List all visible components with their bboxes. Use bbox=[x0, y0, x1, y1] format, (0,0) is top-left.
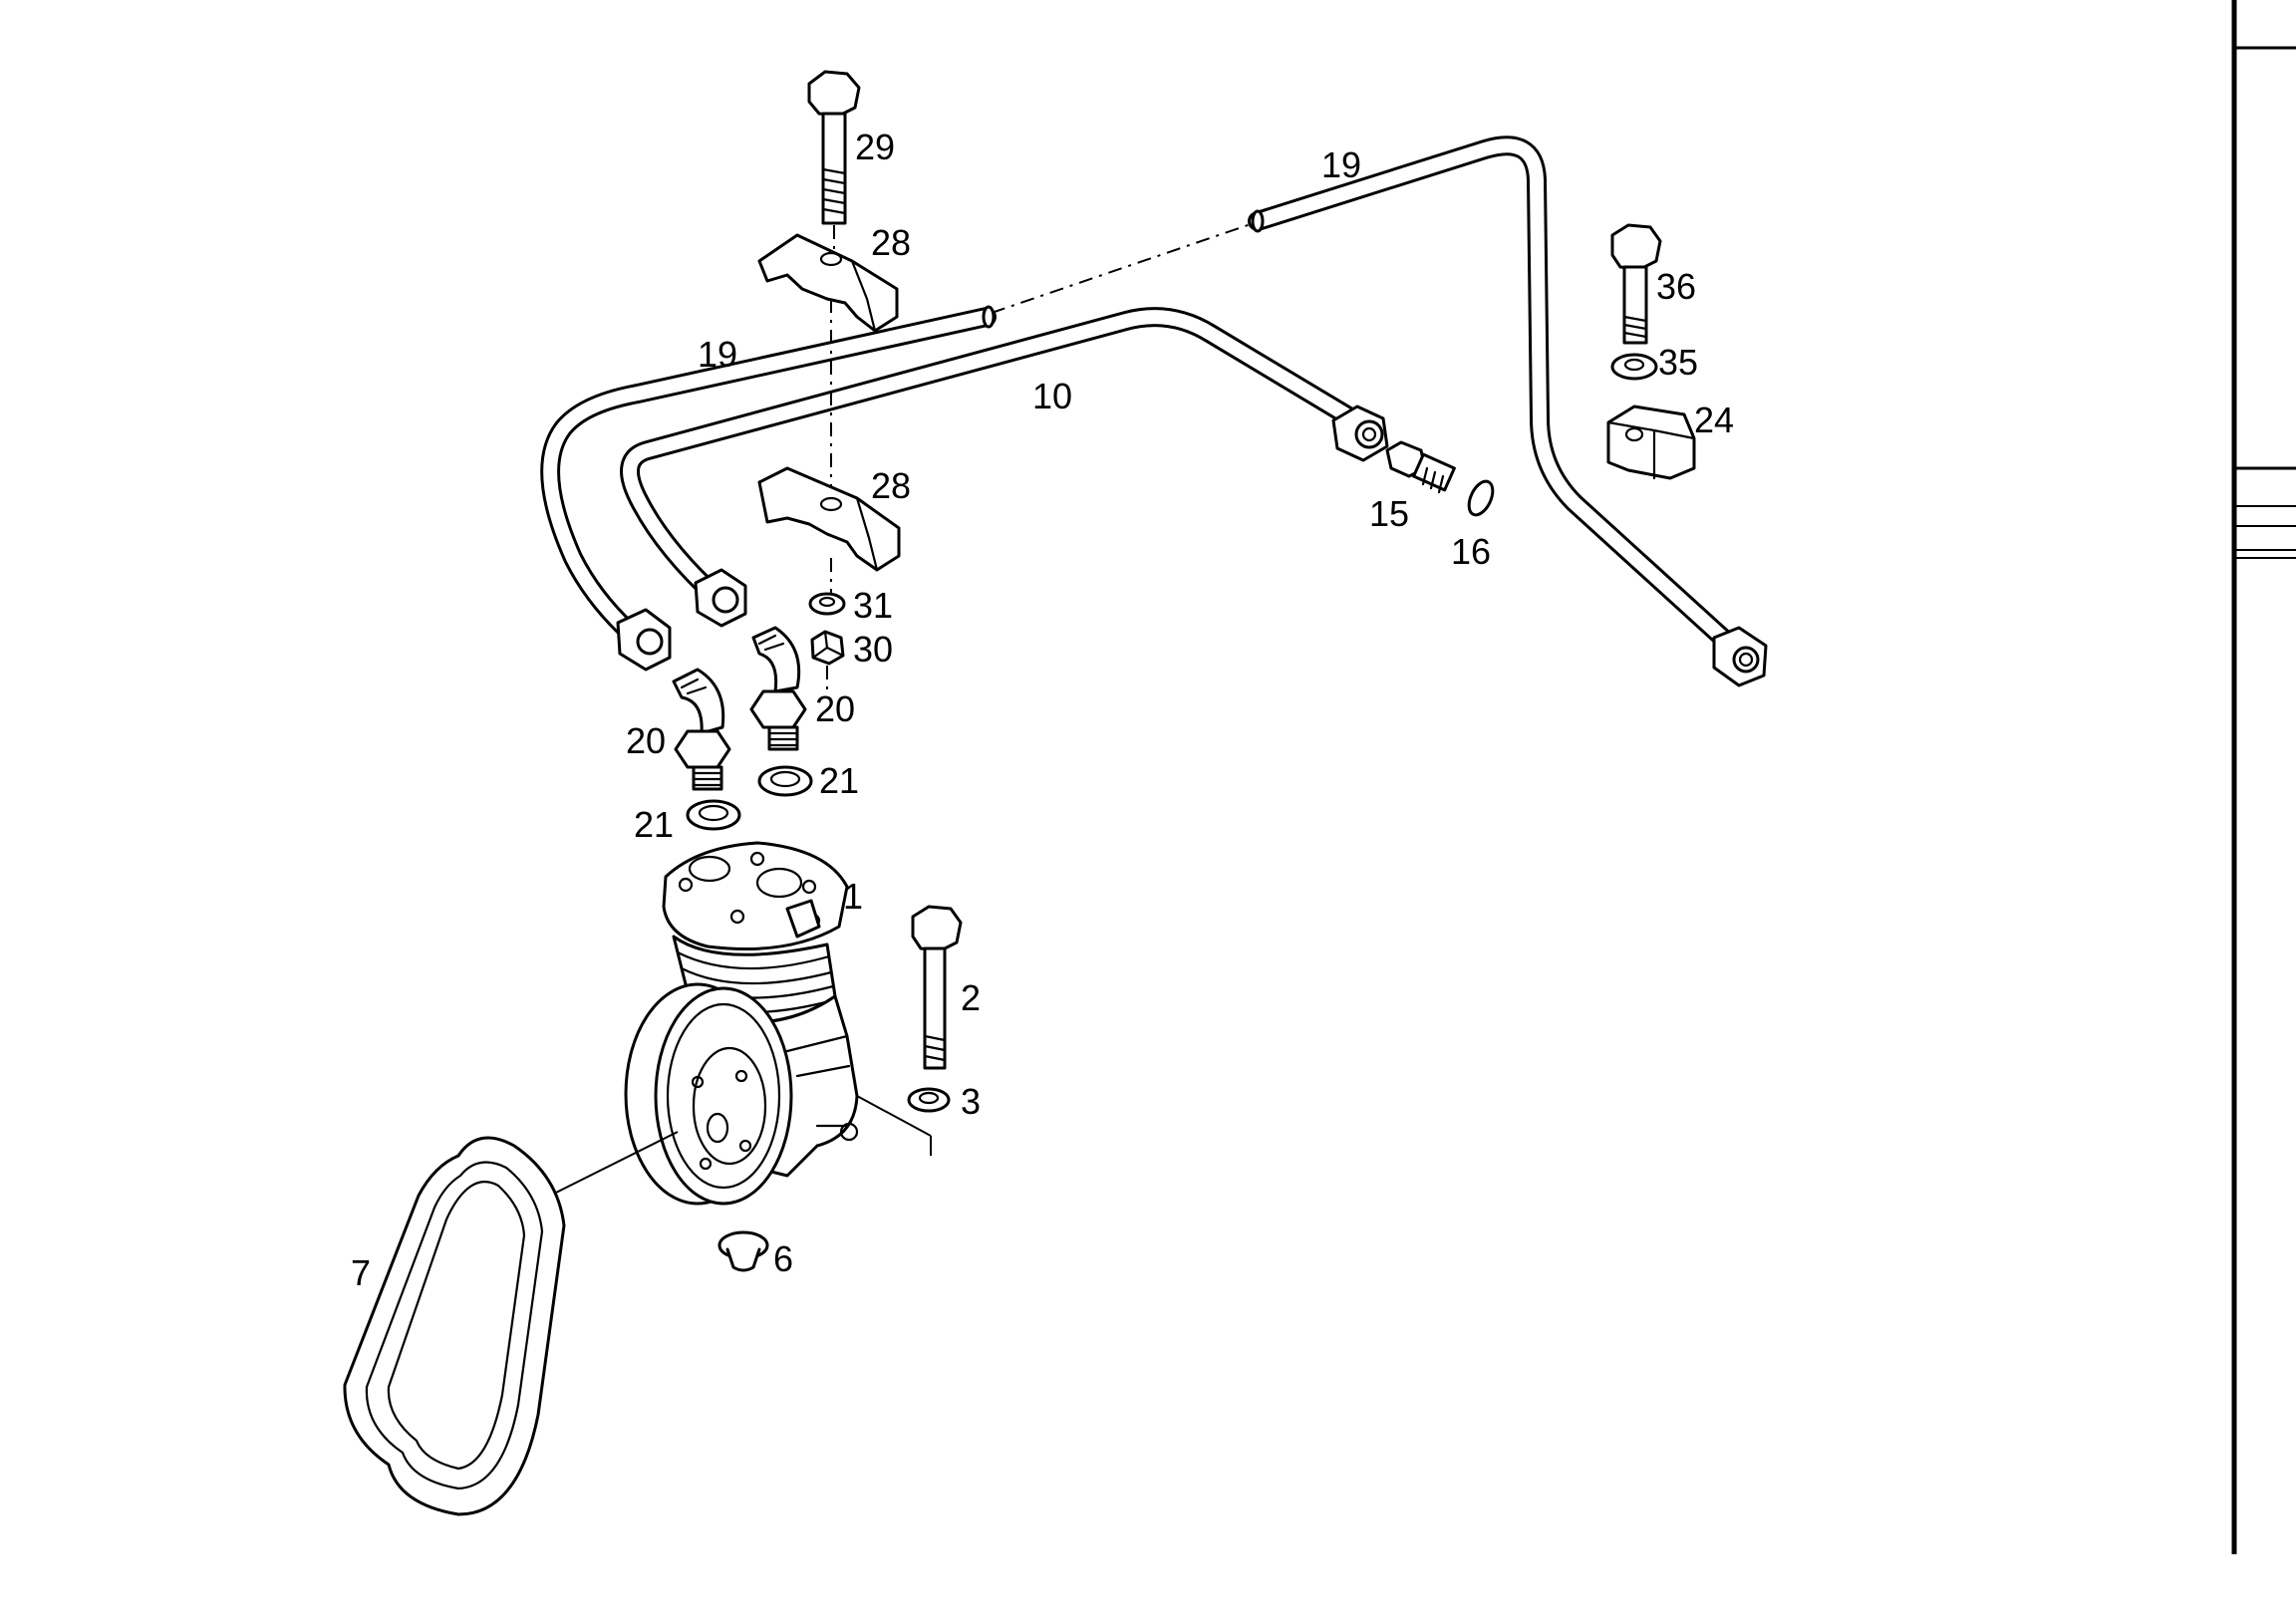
elbow-20-right bbox=[749, 626, 807, 751]
callout-19-left: 19 bbox=[698, 334, 737, 375]
callout-31: 31 bbox=[853, 585, 893, 626]
page-frame-rules bbox=[2231, 0, 2296, 1554]
clamp-28-upper bbox=[757, 233, 899, 488]
callout-30: 30 bbox=[853, 629, 893, 670]
washer-31 bbox=[808, 592, 846, 616]
callout-29: 29 bbox=[855, 127, 895, 167]
bolt-29 bbox=[807, 70, 861, 249]
plug-6 bbox=[718, 1230, 769, 1272]
callout-20-left: 20 bbox=[626, 720, 666, 761]
callout-36: 36 bbox=[1656, 266, 1696, 307]
callout-21-left: 21 bbox=[634, 804, 674, 845]
callout-16: 16 bbox=[1451, 531, 1491, 572]
washer-21-right bbox=[757, 765, 813, 797]
pipe-10 bbox=[620, 307, 1389, 628]
clamp-28-lower bbox=[757, 466, 901, 598]
pipe-19-nut-left bbox=[616, 608, 672, 672]
nut-30 bbox=[810, 630, 845, 697]
callout-28-lower: 28 bbox=[871, 465, 911, 506]
clamp-24 bbox=[1606, 404, 1696, 480]
washer-3 bbox=[907, 1087, 951, 1113]
washer-21-left bbox=[686, 799, 741, 831]
callout-19-right: 19 bbox=[1321, 144, 1361, 185]
v-belt-7 bbox=[343, 1136, 566, 1516]
bolt-2 bbox=[911, 905, 963, 1070]
callout-28-upper: 28 bbox=[871, 222, 911, 263]
callout-6: 6 bbox=[773, 1238, 793, 1279]
callout-15: 15 bbox=[1369, 493, 1409, 534]
leader-3 bbox=[856, 1095, 932, 1137]
callout-7: 7 bbox=[351, 1252, 371, 1293]
callout-3: 3 bbox=[961, 1081, 981, 1122]
o-ring-16 bbox=[1467, 479, 1495, 517]
callout-20-right: 20 bbox=[815, 688, 855, 729]
callout-24: 24 bbox=[1694, 400, 1734, 440]
pipe-10-nut-right bbox=[1331, 404, 1389, 462]
union-15 bbox=[1385, 440, 1456, 494]
callout-2: 2 bbox=[961, 977, 981, 1018]
bolt-36 bbox=[1610, 223, 1662, 345]
elbow-20-left bbox=[672, 668, 731, 791]
callout-21-right: 21 bbox=[819, 760, 859, 801]
pipe-19-nut-right bbox=[1712, 626, 1768, 687]
compressor-1 bbox=[537, 841, 859, 1206]
washer-35 bbox=[1610, 353, 1658, 381]
pipe-10-nut-left bbox=[694, 568, 747, 628]
callout-1: 1 bbox=[843, 876, 863, 917]
callout-35: 35 bbox=[1658, 342, 1698, 383]
callout-10: 10 bbox=[1032, 376, 1072, 416]
pipe-19 bbox=[540, 135, 1768, 687]
